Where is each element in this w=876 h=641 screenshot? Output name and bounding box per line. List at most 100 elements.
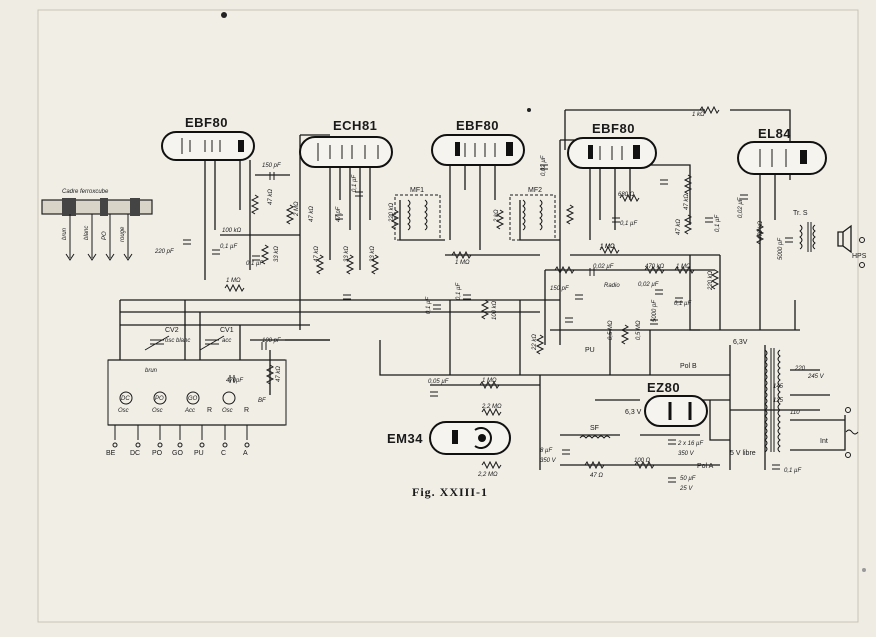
tube-ebf80-3 [567,137,657,169]
tap-125: 125 [773,398,784,404]
component-value-c01uf-i: 0,1 µF [784,468,801,474]
component-value-c350v: 350 V [540,458,557,464]
paper-area [37,9,859,623]
speaker-label: HPS [852,253,867,260]
terminal-po: PO [152,450,163,457]
component-value-r33k-c: 33 kΩ [370,246,376,262]
tube-label-em34: EM34 [387,431,423,446]
component-value-r100k-b: 100 kΩ [492,300,498,320]
component-value-c01uf-a: 0,1 µF [220,244,237,250]
component-value-c150pf-b: 150 pF [550,286,569,292]
figure-caption: Fig. XXIII-1 [412,485,488,499]
tap-220: 220 [794,366,806,372]
component-value-r1m-e: 1 MΩ [482,378,497,384]
pol-a-label: Pol A [697,463,714,470]
tube-label-ebf80-3: EBF80 [592,121,635,136]
component-value-c220pf: 220 pF [154,249,174,255]
component-value-r1m-b: 1 MΩ [455,260,470,266]
ferrite-label: Cadre ferroxcube [62,189,109,195]
component-value-c150pf: 150 pF [262,163,281,169]
component-value-r33k-b: 33 kΩ [344,246,350,262]
component-value-c47pf: 47 pF [336,206,342,222]
component-value-r680: 680 Ω [618,192,635,198]
coil-label-osc3: Osc [222,408,233,414]
component-value-r1m-d: 1 MΩ [676,264,691,270]
component-value-r100k: 100 kΩ [222,228,242,234]
coils [107,194,865,458]
cv1-sub: acc [222,338,231,344]
tube-ebf80-1 [161,131,255,161]
ferrite-lead-po: PO [102,231,108,240]
cv2-sub: osc blanc [165,338,190,344]
component-value-c01uf-g: 0,1 µF [674,301,691,307]
terminal-pu: PU [194,450,204,457]
tube-ez80 [644,395,708,427]
component-value-r47k-d: 47 kΩ [676,219,682,235]
tap-245: 245 V [807,374,825,380]
component-value-r47k-b: 47 kΩ [309,206,315,222]
output-transformer-label: Tr. S [793,210,808,217]
tap-110: 110 [790,410,800,416]
component-value-r22m: 2,2 MΩ [481,404,502,410]
coil-mark-go: GO [188,396,198,402]
component-value-r47: 47 Ω [590,473,603,479]
tube-label-ech81: ECH81 [333,118,377,133]
heater-63v-label: 6,3V [733,339,748,346]
ferrite-antenna [41,198,153,261]
component-value-c01uf-e: 0,1 µF [456,283,462,300]
coil-label-osc1: Osc [118,408,129,414]
ferrite-lead-blanc: blanc [84,226,90,240]
tube-em34 [429,421,511,455]
ferrite-lead-brun: brun [62,227,68,240]
tube-ech81 [299,136,393,168]
tap-145: 145 [773,384,784,390]
tube-label-ebf80-2: EBF80 [456,118,499,133]
component-value-r47k-f: 47 kΩ [276,366,282,382]
component-value-r22k: 22 kΩ [532,334,538,351]
component-value-c5000pf: 5000 pF [652,300,658,322]
component-value-r100: 100 Ω [634,458,651,464]
coil-mark-r1: R [207,407,212,414]
component-value-c01uf-c: 0,1 µF [352,175,358,192]
component-value-c002uf-b: 0,02 µF [638,282,659,288]
terminal-c: C [221,450,226,457]
tube-el84 [737,141,827,175]
coil-mark-dc: DC [121,396,130,402]
component-value-r05m-b: 0,5 MΩ [636,320,642,340]
cv2-label: CV2 [165,327,179,334]
capacitors [183,164,793,483]
component-value-c002uf: 0,02 µF [593,264,614,270]
wiring [108,109,846,470]
tube-label-ez80: EZ80 [647,380,680,395]
component-value-radio: Radio [604,283,620,289]
pickup-label: PU [585,347,595,354]
ink-dot [527,108,531,112]
ink-dot [221,12,227,18]
tube-ebf80-2 [431,134,525,166]
component-value-r2k: 2 kΩ [494,209,500,223]
component-value-r1m-c: 1 MΩ [600,244,615,250]
component-value-r220k-b: 220 kΩ [708,270,714,291]
component-value-c25v: 25 V [679,486,693,492]
component-value-c01uf-h: 0,1 µF [715,215,721,232]
component-value-r2m: 2 MΩ [294,201,300,217]
component-value-c50uf: 50 µF [680,476,696,482]
component-value-c470pf: 470pF [226,378,243,384]
component-value-r470k-b: 470 kΩ [758,220,764,240]
coil-label-osc2: Osc [152,408,163,414]
terminal-be: BE [106,450,116,457]
coil-label-acc1: Acc [184,408,195,414]
tube-label-el84: EL84 [758,126,791,141]
component-value-r05m: 0,5 MΩ [608,320,614,340]
component-value-c005uf: 0,05 µF [428,379,449,385]
terminal-a: A [243,450,248,457]
component-value-c2x16: 2 x 16 µF [677,441,703,447]
component-value-c5000pf-b: 5000 pF [778,238,784,260]
terminal-go: GO [172,450,183,457]
component-value-c8uf: 8 µF [540,448,552,454]
coil-mark-r2: R [244,407,249,414]
component-value-r22m-b: 2,2 MΩ [477,472,498,478]
component-value-r1m-a: 1 MΩ [226,278,241,284]
